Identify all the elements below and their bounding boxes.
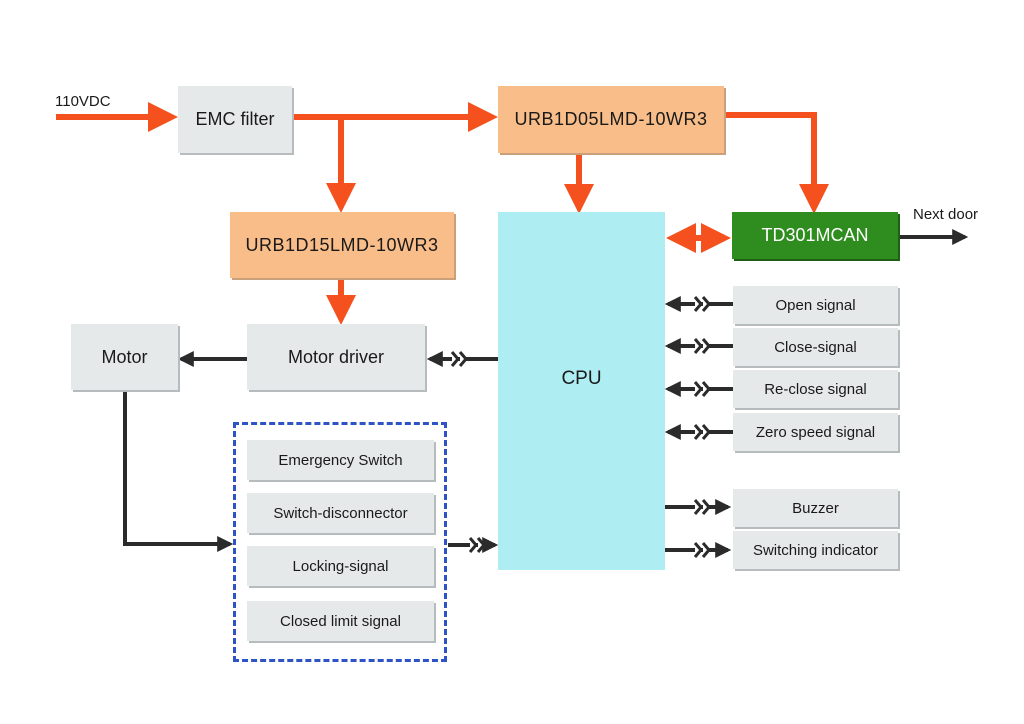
isolation-icon <box>693 381 711 397</box>
motor-block: Motor <box>71 324 178 390</box>
isolation-icon <box>468 537 486 553</box>
close-signal-block: Close-signal <box>733 328 898 366</box>
isolation-icon <box>693 499 711 515</box>
signal-arrow-motor-to-safety-group <box>123 391 234 552</box>
isolation-icon <box>693 424 711 440</box>
zero-speed-signal-block: Zero speed signal <box>733 413 898 451</box>
next-door-label: Next door <box>913 206 979 223</box>
cpu-block: CPU <box>498 212 665 570</box>
reclose-signal-block: Re-close signal <box>733 370 898 408</box>
safety-signal-group <box>233 422 447 662</box>
closed-limit-signal-block: Closed limit signal <box>247 601 434 641</box>
isolation-icon <box>693 542 711 558</box>
isolation-icon <box>693 296 711 312</box>
urb-15v-converter-block: URB1D15LMD-10WR3 <box>230 212 454 278</box>
switch-disconnector-block: Switch-disconnector <box>247 493 434 533</box>
power-arrow-urb5-to-can <box>724 112 829 214</box>
motor-driver-block: Motor driver <box>247 324 425 390</box>
switching-indicator-block: Switching indicator <box>733 531 898 569</box>
can-transceiver-block: TD301MCAN <box>732 212 898 259</box>
locking-signal-block: Locking-signal <box>247 546 434 586</box>
isolation-icon <box>693 338 711 354</box>
buzzer-block: Buzzer <box>733 489 898 527</box>
emergency-switch-block: Emergency Switch <box>247 440 434 480</box>
emc-filter-block: EMC filter <box>178 86 292 153</box>
open-signal-block: Open signal <box>733 286 898 324</box>
input-voltage-label: 110VDC <box>55 93 111 110</box>
urb-5v-converter-block: URB1D05LMD-10WR3 <box>498 86 724 153</box>
isolation-icon <box>450 351 468 367</box>
